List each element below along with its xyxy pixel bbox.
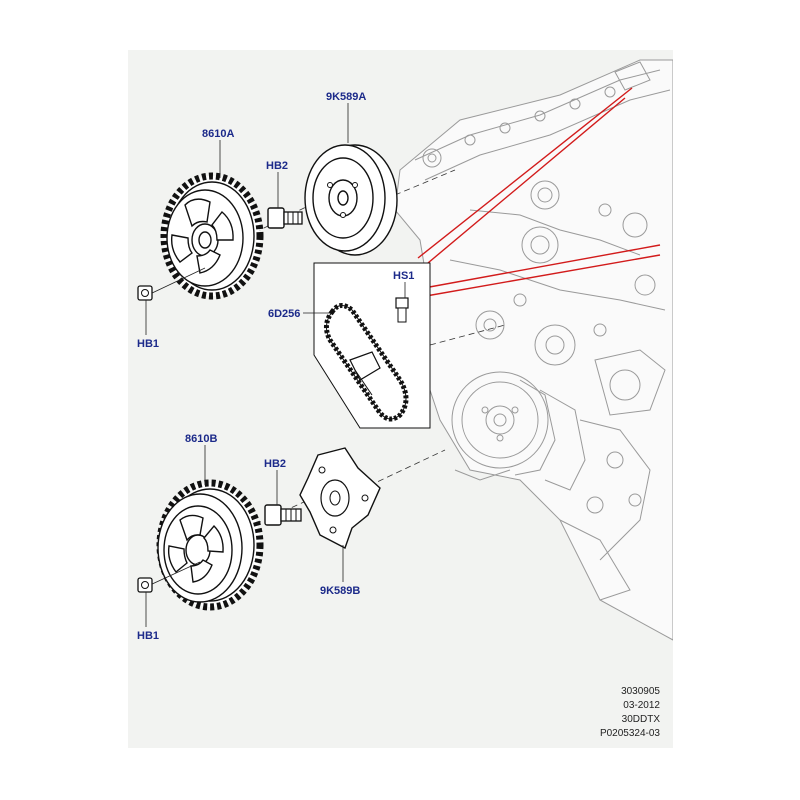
screw-hs1 — [395, 297, 409, 323]
ref-line-2: 03-2012 — [623, 700, 660, 711]
label-8610a: 8610A — [202, 128, 234, 140]
bolt-hb1-upper — [137, 267, 206, 301]
damper-9k589a — [304, 144, 398, 256]
label-hb2-lower: HB2 — [264, 458, 286, 470]
bolt-hb1-lower — [137, 561, 201, 593]
bolt-hb2-lower — [264, 504, 302, 526]
reference-block: 3030905 03-2012 30DDTX P0205324-03 — [600, 686, 660, 739]
plate-9k589b — [299, 447, 381, 549]
label-hb1-upper: HB1 — [137, 338, 159, 350]
bolt-hb2-upper — [267, 207, 303, 229]
label-9k589a: 9K589A — [326, 91, 366, 103]
label-hs1: HS1 — [393, 270, 414, 282]
label-9k589b: 9K589B — [320, 585, 360, 597]
ref-line-1: 3030905 — [621, 686, 660, 697]
label-leaders — [145, 103, 406, 627]
label-8610b: 8610B — [185, 433, 217, 445]
label-hb2-upper: HB2 — [266, 160, 288, 172]
label-6d256: 6D256 — [268, 308, 300, 320]
callout-lines — [417, 87, 661, 297]
sprocket-8610a — [160, 172, 264, 300]
chain-6d256 — [324, 303, 409, 422]
ref-line-4: P0205324-03 — [600, 728, 660, 739]
label-hb1-lower: HB1 — [137, 630, 159, 642]
chain-detail-box — [313, 262, 431, 429]
ref-line-3: 30DDTX — [622, 714, 661, 725]
